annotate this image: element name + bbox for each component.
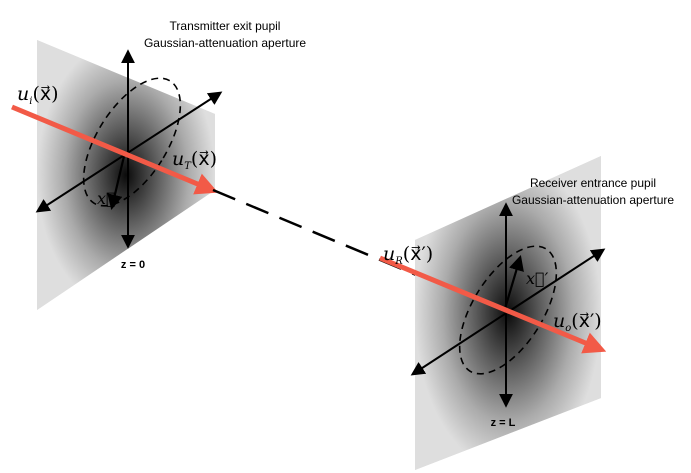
transmitter-beam-arrow	[11, 104, 219, 195]
transmitted-field-label: uT(x⃗)	[172, 148, 217, 172]
receiver-group: Receiver entrance pupil Gaussian-attenua…	[379, 156, 674, 470]
receiver-title-line1: Receiver entrance pupil	[530, 176, 656, 190]
receiver-position-vector	[502, 255, 524, 313]
transmitter-group: Transmitter exit pupil Gaussian-attenuat…	[11, 19, 306, 310]
transmitter-position-vector	[107, 151, 127, 210]
transmitter-title-line1: Transmitter exit pupil	[170, 19, 281, 33]
transmitter-coordinate-label: x⃗	[97, 189, 116, 208]
transmitter-plane-label: z = 0	[121, 259, 145, 271]
transmitter-title-line2: Gaussian-attenuation aperture	[144, 36, 306, 50]
input-field-label: ui(x⃗)	[17, 83, 59, 107]
receiver-aperture-ellipse	[458, 245, 558, 375]
received-field-label: uR(x⃗′)	[383, 243, 433, 267]
receiver-plane-label: z = L	[491, 417, 516, 429]
receiver-title-line2: Gaussian-attenuation aperture	[512, 193, 674, 207]
output-field-label: uo(x⃗′)	[553, 310, 602, 334]
transmitter-horizontal-axis	[35, 91, 223, 213]
transmitter-aperture-ellipse	[82, 77, 182, 207]
receiver-beam-arrow	[379, 255, 607, 354]
receiver-coordinate-label: x⃗′	[526, 269, 549, 288]
